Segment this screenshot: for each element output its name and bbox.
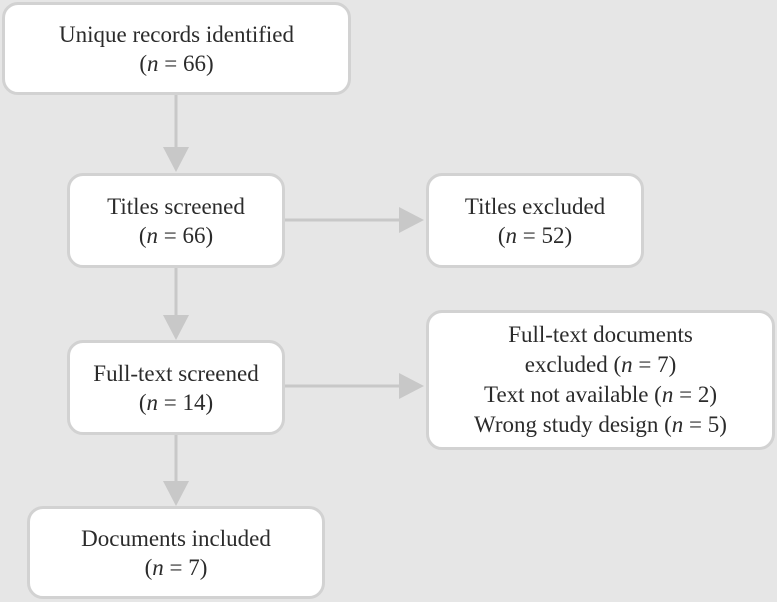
box-titles-excluded: Titles excluded (n = 52): [426, 173, 644, 268]
titles-screened-label: Titles screened: [107, 193, 245, 219]
documents-included-label: Documents included: [81, 525, 271, 551]
box-fulltext-screened: Full-text screened (n = 14): [67, 340, 285, 435]
unique-records-label: Unique records identified: [58, 21, 295, 47]
box-fulltext-excluded: Full-text documents excluded (n = 7) Tex…: [426, 310, 775, 450]
fulltext-screened-label: Full-text screened: [93, 360, 259, 386]
box-documents-included: Documents included (n = 7): [27, 506, 325, 599]
titles-excluded-count: (n = 52): [497, 222, 573, 248]
arrowhead-unique-to-titles: [163, 147, 189, 172]
wrong-study-design-reason: Wrong study design (n = 5): [474, 412, 727, 437]
box-unique-records: Unique records identified (n = 66): [2, 2, 351, 95]
titles-excluded-label: Titles excluded: [464, 193, 606, 219]
fulltext-screened-count: (n = 14): [138, 389, 214, 415]
titles-screened-count: (n = 66): [138, 222, 214, 248]
unique-records-count: (n = 66): [139, 50, 214, 76]
text-not-available-reason: Text not available (n = 2): [484, 382, 717, 407]
arrowhead-fulltext-to-excluded: [399, 373, 424, 399]
documents-included-count: (n = 7): [144, 554, 208, 580]
arrowhead-titles-to-excluded: [399, 207, 424, 233]
fulltext-excluded-label: Full-text documents: [508, 322, 693, 347]
arrowhead-titles-to-fulltext: [163, 315, 189, 340]
fulltext-excluded-count: excluded (n = 7): [524, 352, 677, 377]
arrowhead-fulltext-to-included: [163, 481, 189, 506]
box-titles-screened: Titles screened (n = 66): [67, 173, 285, 268]
